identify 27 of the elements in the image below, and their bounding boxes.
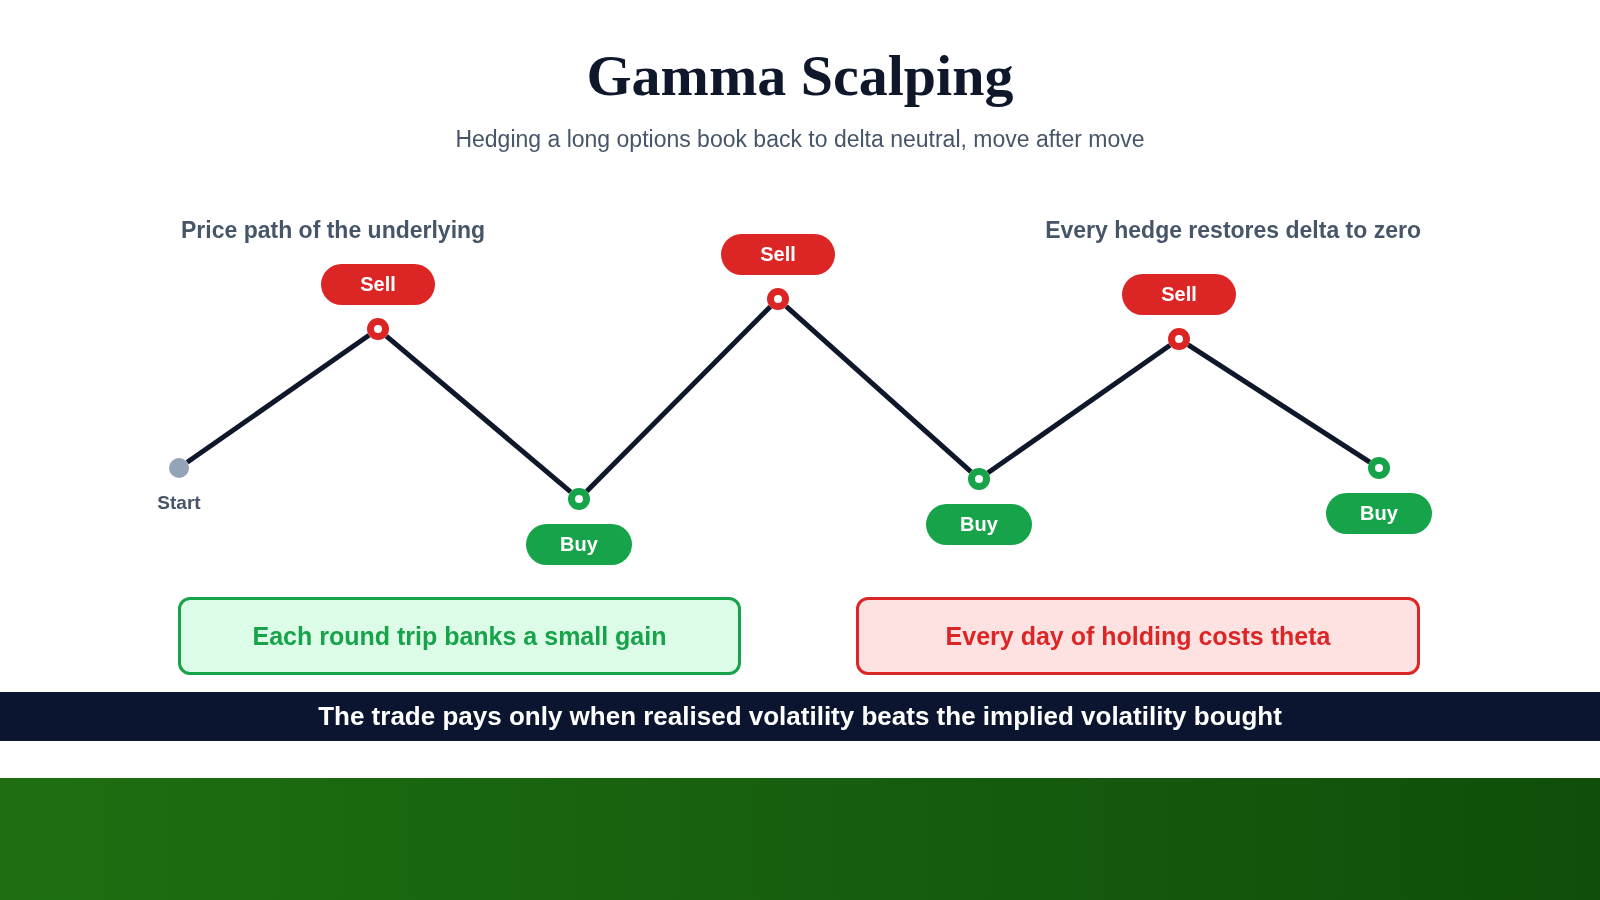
- start-point-marker: [169, 458, 189, 478]
- price-path-line: [384, 334, 573, 494]
- action-tag: Sell: [721, 234, 835, 275]
- action-tag: Sell: [1122, 274, 1236, 315]
- subtitle: Hedging a long options book back to delta neutral, move after move: [454, 126, 1146, 153]
- note-box: Each round trip banks a small gain: [178, 597, 741, 675]
- action-tag: Buy: [526, 524, 632, 565]
- price-path-line: [185, 333, 371, 465]
- note-box: Every day of holding costs theta: [856, 597, 1420, 675]
- price-path-line: [1186, 342, 1372, 465]
- hedge-point-marker: [367, 318, 389, 340]
- chart-heading: Price path of the underlying: [181, 217, 486, 244]
- point-label: Start: [156, 492, 202, 514]
- chart-heading: Every hedge restores delta to zero: [1045, 217, 1421, 244]
- price-path-line: [986, 343, 1172, 475]
- action-tag: Sell: [321, 264, 435, 305]
- hedge-point-marker: [568, 488, 590, 510]
- action-tag: Buy: [926, 504, 1032, 545]
- action-tag: Buy: [1326, 493, 1432, 534]
- hedge-point-marker: [968, 468, 990, 490]
- hedge-point-marker: [767, 288, 789, 310]
- hedge-point-marker: [1168, 328, 1190, 350]
- title: Gamma Scalping: [585, 44, 1015, 108]
- price-path-line: [585, 305, 772, 493]
- conclusion-banner: The trade pays only when realised volatility beats the implied volatility bought: [0, 692, 1600, 741]
- hedge-point-marker: [1368, 457, 1390, 479]
- price-path-line: [784, 304, 973, 474]
